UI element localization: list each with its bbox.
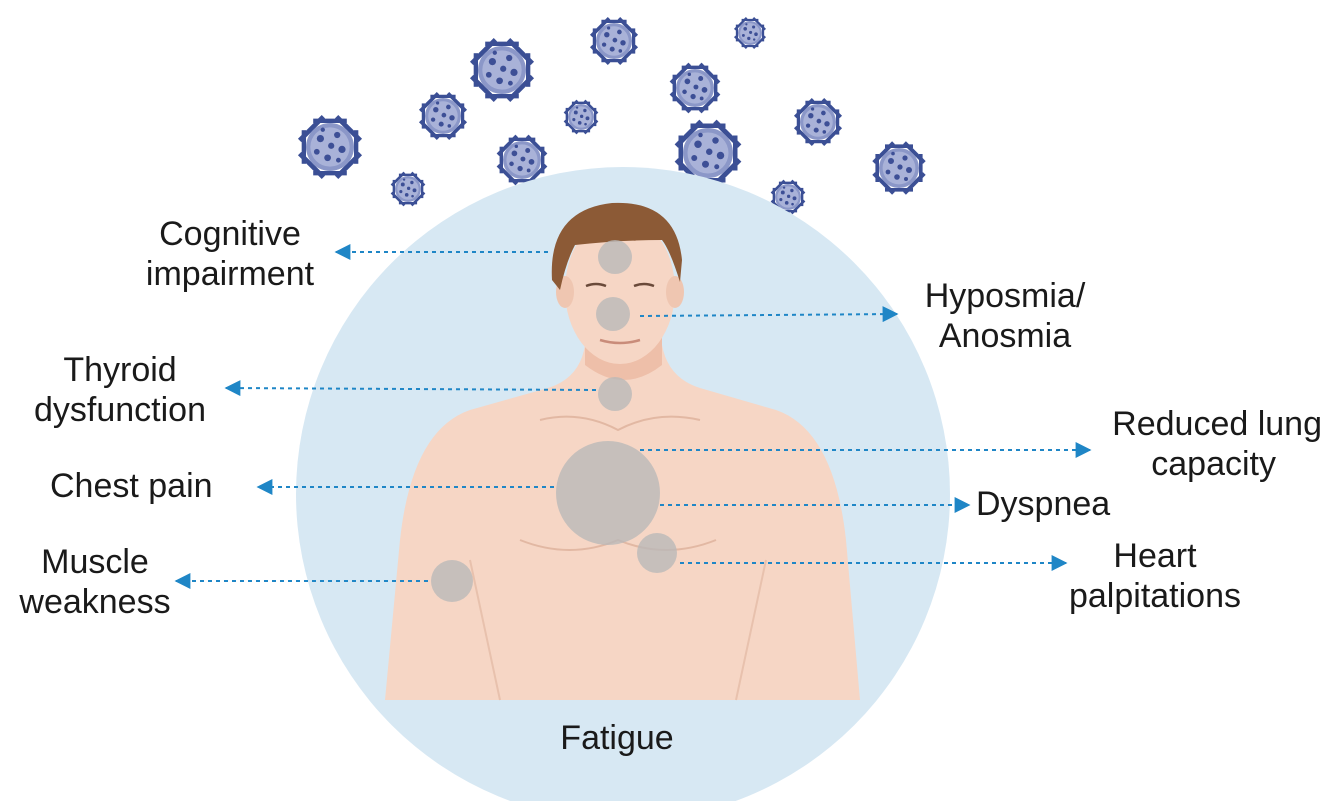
virus-icon bbox=[593, 20, 635, 62]
virus-icon bbox=[673, 66, 718, 111]
label-line: Chest pain bbox=[50, 467, 213, 505]
label-muscle-weakness: Muscle weakness bbox=[0, 542, 190, 622]
label-reduced-lung-capacity: Reduced lung capacity bbox=[1090, 404, 1322, 484]
label-line: Dyspnea bbox=[976, 485, 1111, 523]
label-line: palpitations bbox=[1068, 577, 1241, 615]
arrow-smell bbox=[639, 306, 899, 323]
virus-icon bbox=[474, 42, 531, 99]
label-heart-palpitations: Heart palpitations bbox=[1050, 536, 1260, 616]
virus-icon bbox=[736, 19, 764, 47]
heart-marker bbox=[637, 533, 677, 573]
label-line: Heart bbox=[1113, 537, 1197, 575]
arm-marker bbox=[431, 560, 473, 602]
arrows bbox=[174, 244, 1092, 589]
virus-icon bbox=[422, 95, 464, 137]
virus-icon bbox=[566, 102, 597, 133]
label-dyspnea: Dyspnea bbox=[976, 484, 1176, 524]
label-line: Hyposmia/ bbox=[924, 277, 1086, 315]
thyroid-marker bbox=[598, 377, 632, 411]
label-line: Reduced lung bbox=[1112, 405, 1322, 443]
arrow-thyroid bbox=[224, 380, 597, 397]
label-chest-pain: Chest pain bbox=[50, 466, 270, 506]
label-line: capacity bbox=[1151, 445, 1276, 483]
virus-icon bbox=[797, 101, 839, 143]
nose-marker bbox=[596, 297, 630, 331]
brain-marker bbox=[598, 240, 632, 274]
label-line: Cognitive bbox=[159, 215, 301, 253]
label-hyposmia-anosmia: Hyposmia/ Anosmia bbox=[905, 276, 1105, 356]
label-line: Anosmia bbox=[938, 317, 1072, 355]
label-line: weakness bbox=[19, 583, 171, 621]
label-line: impairment bbox=[145, 255, 315, 293]
chest-marker bbox=[556, 441, 660, 545]
center-label-fatigue: Fatigue bbox=[560, 719, 674, 757]
label-cognitive-impairment: Cognitive impairment bbox=[120, 214, 340, 294]
virus-icon bbox=[393, 174, 424, 205]
symptom-markers bbox=[431, 240, 677, 602]
virus-icon bbox=[500, 138, 545, 183]
virus-icon bbox=[875, 144, 922, 191]
label-line: Muscle bbox=[41, 543, 149, 581]
virus-icon bbox=[302, 119, 359, 176]
label-line: Thyroid bbox=[63, 351, 177, 389]
label-thyroid-dysfunction: Thyroid dysfunction bbox=[10, 350, 230, 430]
label-line: dysfunction bbox=[34, 391, 206, 429]
